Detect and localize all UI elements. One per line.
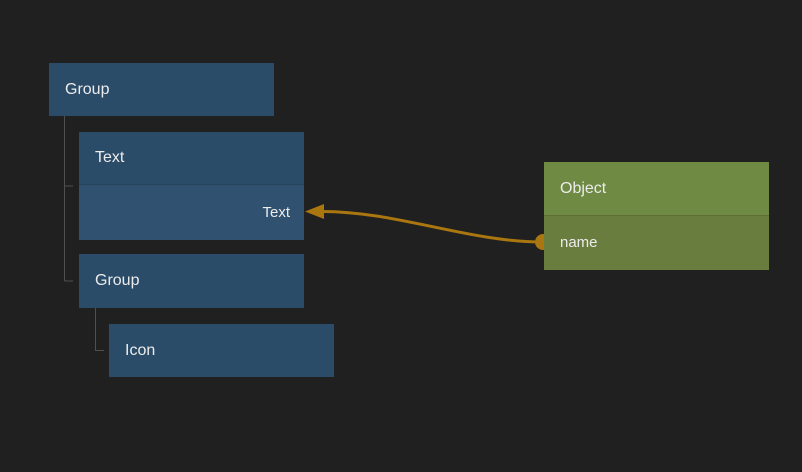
node-title: Text (95, 149, 125, 166)
name-output-port[interactable]: name (544, 215, 769, 270)
port-label: name (560, 234, 598, 251)
node-header[interactable]: Text (79, 132, 304, 184)
tree-node-group-2[interactable]: Group (79, 254, 304, 308)
node-title: Group (95, 272, 140, 289)
node-title: Group (65, 80, 110, 98)
node-title: Object (560, 179, 607, 197)
tree-node-text[interactable]: Text Text (79, 132, 304, 240)
port-label: Text (262, 203, 290, 221)
tree-connector-level1 (64, 116, 73, 282)
tree-node-group-1[interactable]: Group (49, 63, 274, 116)
text-input-port[interactable]: Text (79, 184, 304, 240)
connection-arrowhead-icon (305, 204, 324, 219)
node-header[interactable]: Object (544, 162, 769, 215)
connection-edge[interactable] (320, 210, 545, 244)
object-node[interactable]: Object name (544, 162, 769, 270)
node-title: Icon (125, 341, 156, 359)
tree-node-icon[interactable]: Icon (109, 324, 334, 377)
tree-connector-level2 (95, 308, 104, 351)
